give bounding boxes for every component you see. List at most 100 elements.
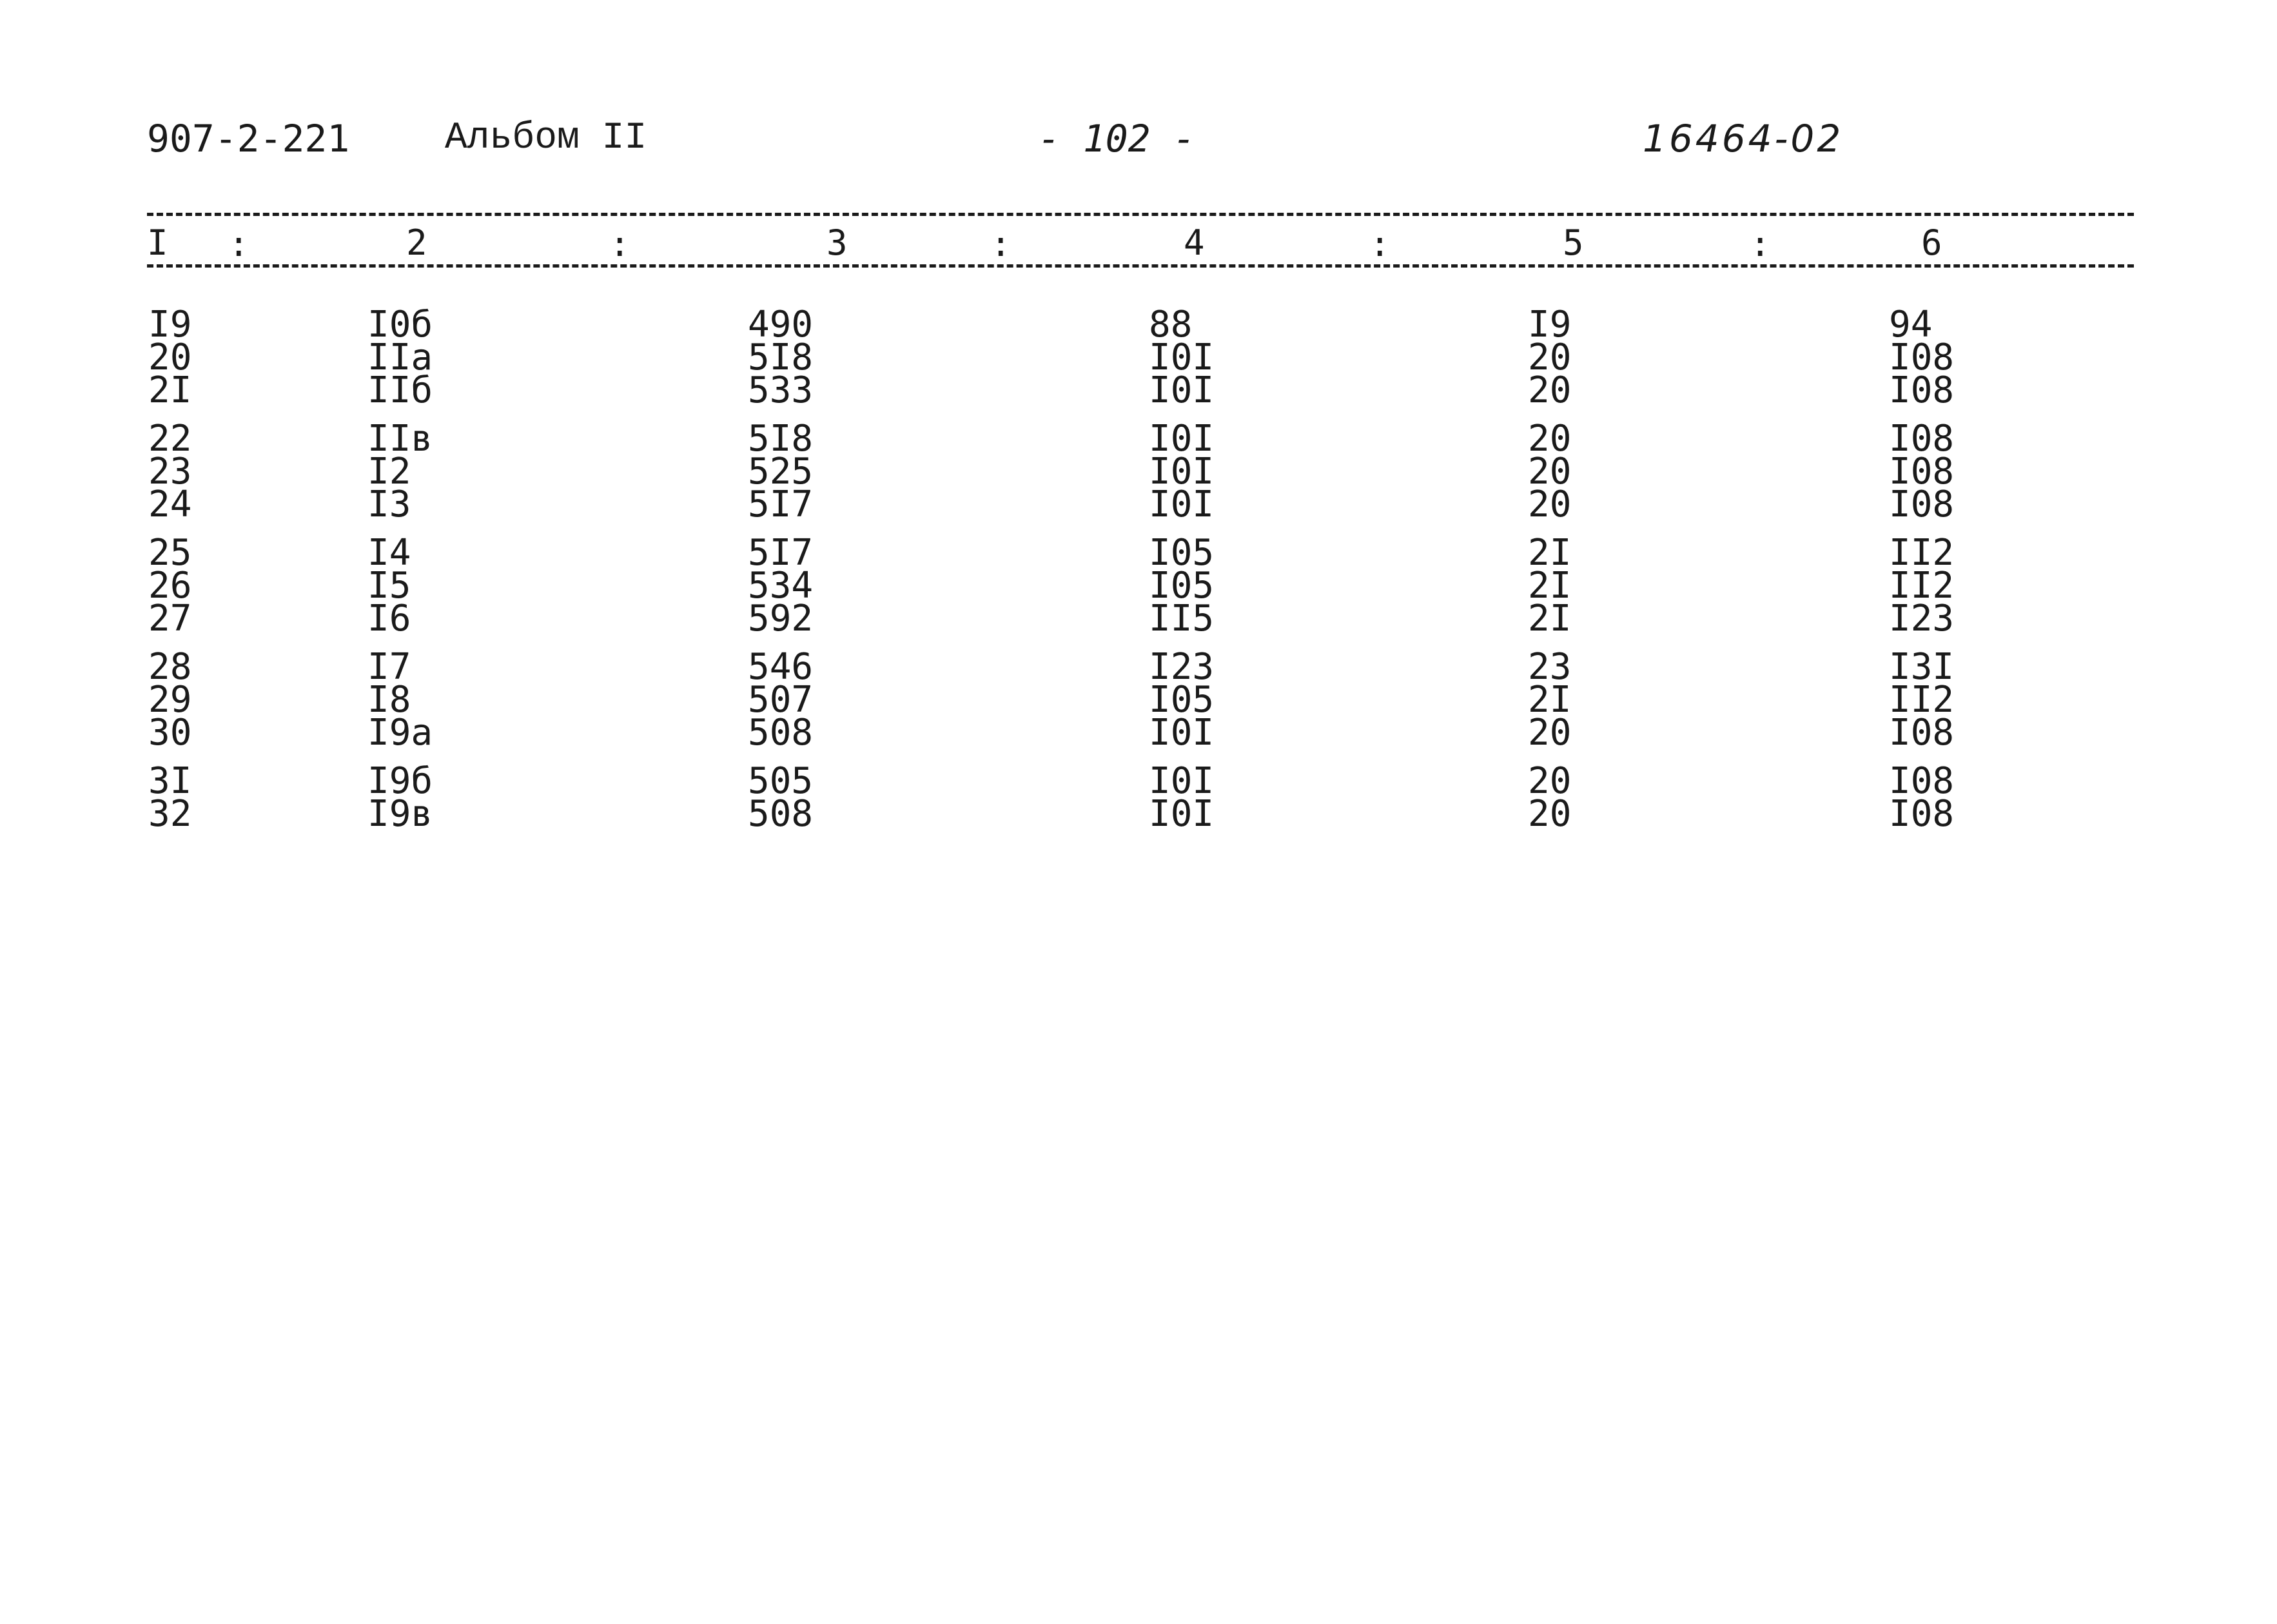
- table-header-rule: [147, 264, 2134, 268]
- table-cell: 20: [1528, 369, 1572, 411]
- table-cell: 592: [748, 598, 814, 640]
- table-cell: 29: [148, 679, 192, 721]
- table-cell: 23: [148, 451, 192, 493]
- table-cell: I0I: [1149, 760, 1215, 802]
- table-cell: I9б: [367, 760, 433, 802]
- album-label: Альбом II: [445, 117, 647, 159]
- table-cell: 525: [748, 451, 814, 493]
- table-cell: I05: [1149, 679, 1215, 721]
- column-header-3: 3: [826, 222, 848, 263]
- column-header-4: 4: [1184, 222, 1205, 263]
- table-cell: I0I: [1149, 369, 1215, 411]
- table-cell: IIa: [367, 337, 433, 378]
- table-cell: 490: [748, 304, 814, 346]
- table-cell: I05: [1149, 532, 1215, 574]
- table-cell: 27: [148, 598, 192, 640]
- table-top-rule: [147, 213, 2134, 216]
- table-cell: I5: [367, 565, 411, 607]
- table-cell: I08: [1889, 369, 1955, 411]
- table-cell: I23: [1149, 646, 1215, 688]
- table-cell: I3I: [1889, 646, 1955, 688]
- table-cell: 20: [1528, 712, 1572, 754]
- table-cell: 5I7: [748, 484, 814, 525]
- table-cell: 20: [1528, 760, 1572, 802]
- table-cell: 25: [148, 532, 192, 574]
- column-separator: :: [1369, 224, 1391, 264]
- table-cell: I0I: [1149, 712, 1215, 754]
- table-cell: 24: [148, 484, 192, 525]
- table-cell: 32: [148, 793, 192, 835]
- table-cell: I3: [367, 484, 411, 525]
- table-cell: I0I: [1149, 484, 1215, 525]
- table-cell: 2I: [1528, 598, 1572, 640]
- table-cell: I0I: [1149, 418, 1215, 460]
- table-cell: I2: [367, 451, 411, 493]
- table-cell: I9: [148, 304, 192, 346]
- column-separator: :: [1750, 224, 1771, 264]
- column-separator: :: [228, 224, 249, 264]
- table-cell: 88: [1149, 304, 1193, 346]
- table-cell: 2I: [1528, 679, 1572, 721]
- table-cell: I08: [1889, 451, 1955, 493]
- table-cell: 534: [748, 565, 814, 607]
- table-cell: I0I: [1149, 337, 1215, 378]
- table-cell: I08: [1889, 484, 1955, 525]
- table-cell: I23: [1889, 598, 1955, 640]
- table-cell: 3I: [148, 760, 192, 802]
- table-cell: 20: [1528, 451, 1572, 493]
- table-cell: 2I: [1528, 532, 1572, 574]
- table-cell: II2: [1889, 532, 1955, 574]
- table-cell: I7: [367, 646, 411, 688]
- table-cell: 94: [1889, 304, 1933, 346]
- document-number: 16464-02: [1643, 117, 1844, 161]
- column-separator: :: [609, 224, 630, 264]
- table-cell: I0I: [1149, 451, 1215, 493]
- table-cell: I08: [1889, 418, 1955, 460]
- column-header-6: 6: [1921, 222, 1942, 263]
- table-cell: 5I8: [748, 418, 814, 460]
- column-header-5: 5: [1563, 222, 1584, 263]
- document-code: 907-2-221: [147, 117, 350, 161]
- table-cell: 533: [748, 369, 814, 411]
- table-cell: I05: [1149, 565, 1215, 607]
- column-header-2: 2: [406, 222, 427, 263]
- table-cell: I9: [1528, 304, 1572, 346]
- table-cell: 20: [1528, 484, 1572, 525]
- table-cell: IIб: [367, 369, 433, 411]
- table-cell: I08: [1889, 793, 1955, 835]
- table-cell: 507: [748, 679, 814, 721]
- table-cell: 505: [748, 760, 814, 802]
- table-cell: II2: [1889, 565, 1955, 607]
- table-cell: IIв: [367, 418, 433, 460]
- table-cell: 5I7: [748, 532, 814, 574]
- table-cell: II5: [1149, 598, 1215, 640]
- table-cell: 2I: [148, 369, 192, 411]
- table-cell: 5I8: [748, 337, 814, 378]
- table-cell: 22: [148, 418, 192, 460]
- table-cell: 20: [1528, 337, 1572, 378]
- table-cell: 2I: [1528, 565, 1572, 607]
- page-number: - 102 -: [1038, 117, 1196, 161]
- table-cell: I9a: [367, 712, 433, 754]
- table-cell: 20: [148, 337, 192, 378]
- table-cell: 30: [148, 712, 192, 754]
- table-cell: I8: [367, 679, 411, 721]
- table-cell: I08: [1889, 337, 1955, 378]
- table-cell: II2: [1889, 679, 1955, 721]
- table-cell: I08: [1889, 712, 1955, 754]
- column-header-1: I: [147, 222, 168, 263]
- table-cell: I6: [367, 598, 411, 640]
- column-separator: :: [990, 224, 1011, 264]
- table-cell: 508: [748, 793, 814, 835]
- table-cell: I4: [367, 532, 411, 574]
- table-cell: I08: [1889, 760, 1955, 802]
- table-cell: I0I: [1149, 793, 1215, 835]
- table-cell: I9в: [367, 793, 433, 835]
